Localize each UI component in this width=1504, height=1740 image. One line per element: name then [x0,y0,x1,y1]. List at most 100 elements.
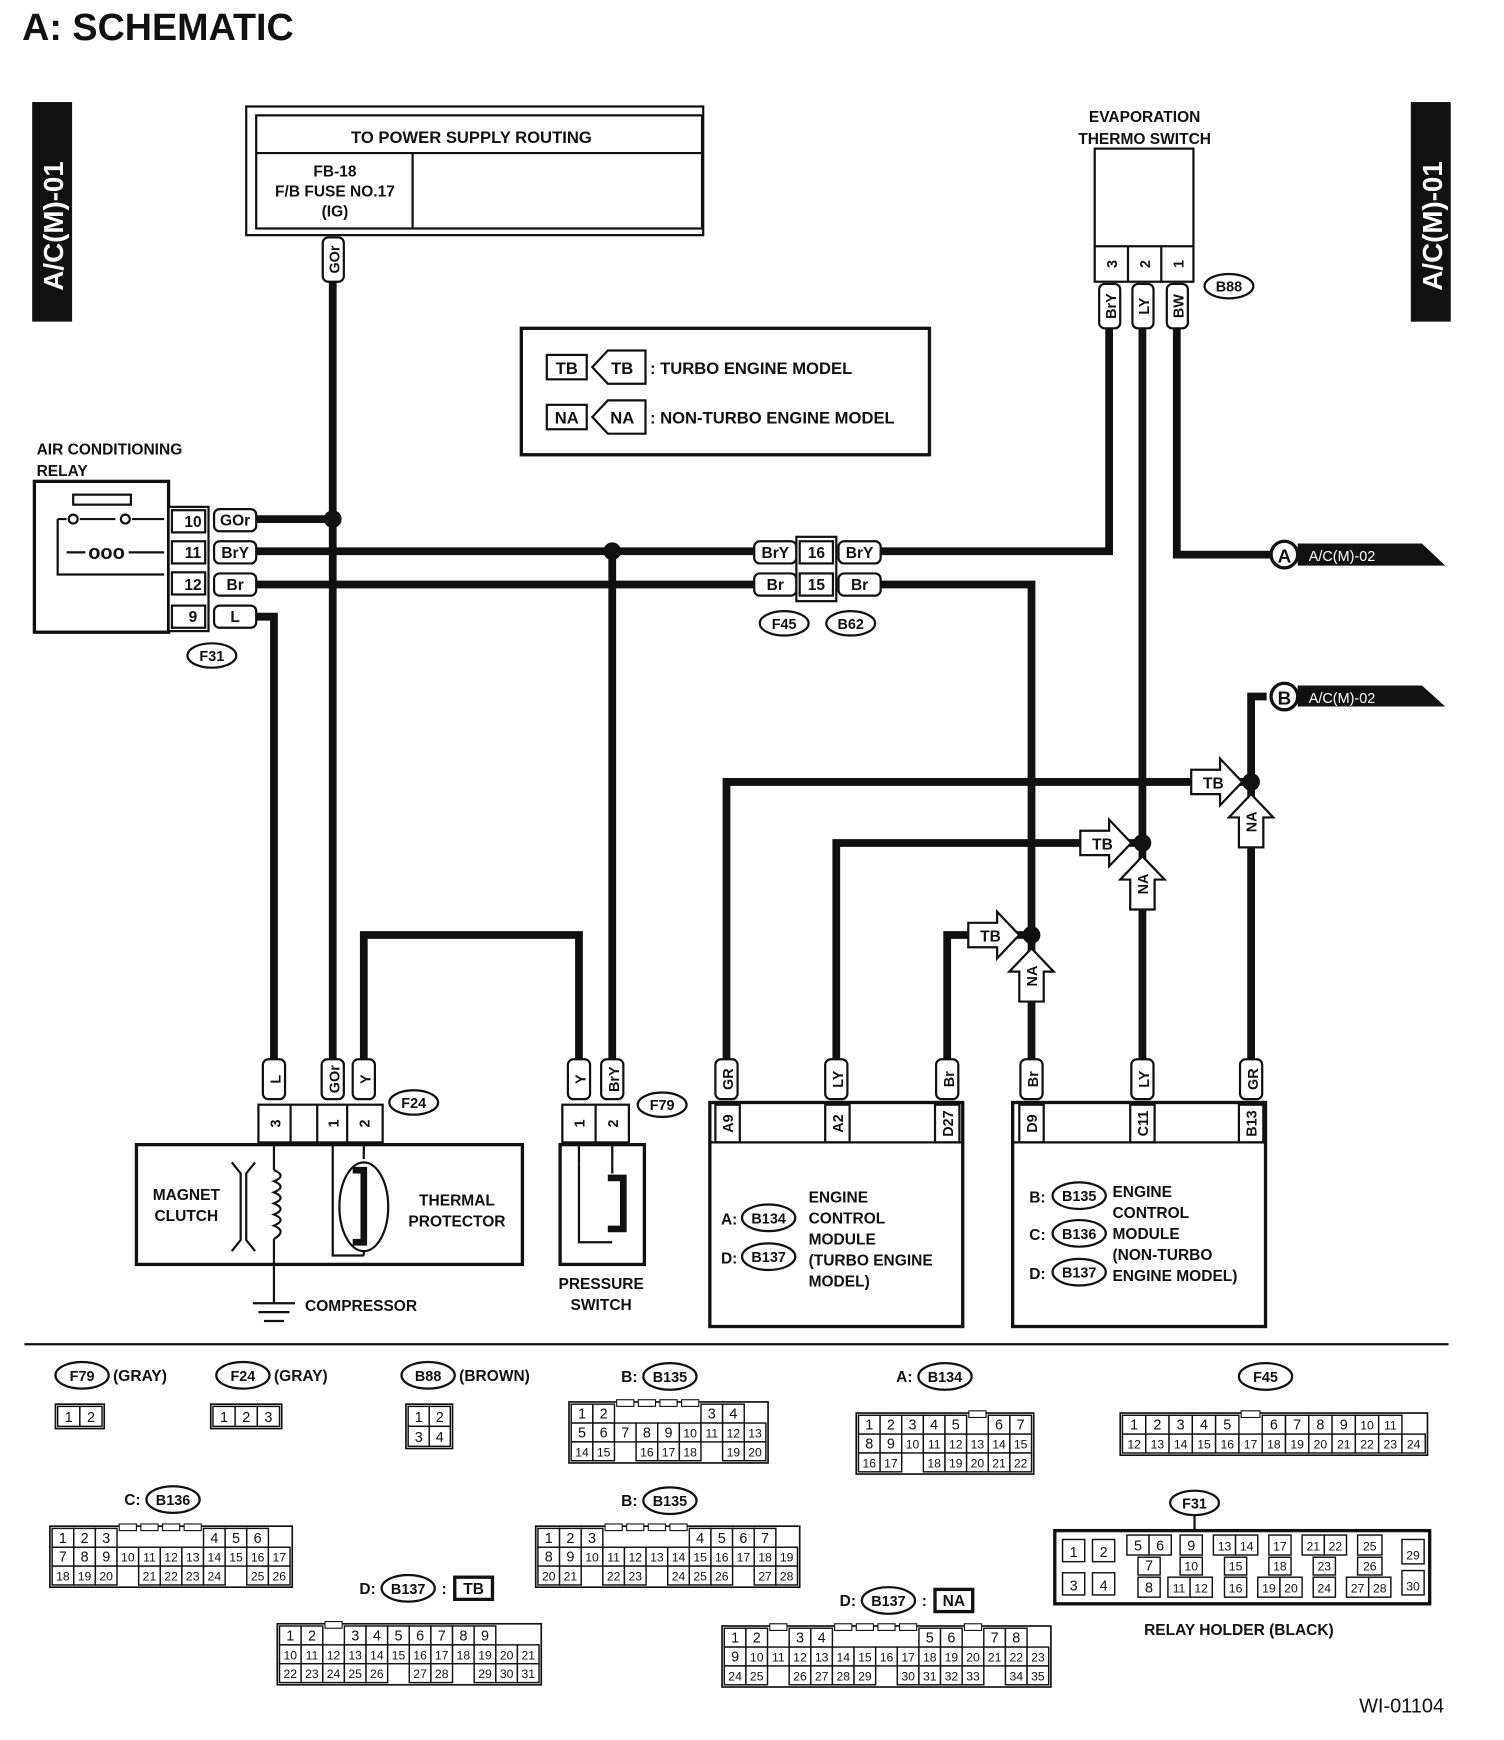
relay-holder-pin-29: 29 [1406,1548,1420,1562]
relay-holder-connector-id: F31 [1182,1496,1207,1512]
compressor-pin-3: 3 [269,1120,285,1128]
wire-l-compressor [255,612,278,1060]
connector-pin-4: 4 [436,1430,444,1446]
connector-pin-3: 3 [102,1531,110,1547]
connector-pin-5: 5 [232,1531,240,1547]
connector-pin-13: 13 [815,1650,829,1664]
ecm-na-prefix-b: B: [1029,1189,1045,1206]
ecm-turbo: GR LY Br A9 A2 D27 A: B134 D: B137 ENGIN… [708,1058,965,1329]
tb-flag-br: TB [980,929,1001,946]
connector-pin-19: 19 [78,1570,92,1584]
connector-pin-28: 28 [435,1667,449,1681]
relay-holder-pin-26: 26 [1363,1560,1377,1574]
ecm-na-line-1: ENGINE [1112,1184,1172,1201]
connector-pin-18: 18 [1267,1438,1281,1452]
connector-view-id: F24 [230,1369,255,1385]
offpage-connector-a: A A/C(M)-02 [1269,539,1446,570]
connector-pin-26: 26 [370,1667,384,1681]
offpage-b-ref: A/C(M)-02 [1309,691,1375,707]
connector-pin-8: 8 [865,1437,873,1453]
connector-pin-27: 27 [413,1667,427,1681]
connector-pin-14: 14 [992,1438,1006,1452]
connector-view-colon: : [441,1581,446,1598]
connector-pin-10: 10 [585,1551,599,1565]
connector-pin-25: 25 [348,1667,362,1681]
connector-pin-17: 17 [884,1456,898,1470]
engine-model-legend: TB TB : TURBO ENGINE MODEL NA NA : NON-T… [519,326,932,457]
ecm-turbo-conn-b134: B134 [751,1211,785,1227]
connector-pin-13: 13 [1151,1438,1165,1452]
joint-left-wire-br: Br [767,577,784,594]
figure-id: WI-01104 [1359,1696,1444,1718]
connector-pin-8: 8 [643,1425,651,1441]
relay-holder-pin-6: 6 [1156,1539,1164,1555]
connector-pin-22: 22 [164,1570,178,1584]
relay-coil-symbol: ooo [88,542,125,564]
connector-pin-4: 4 [818,1631,826,1647]
tb-flag-gr: TB [1203,776,1224,793]
connector-pin-15: 15 [1014,1438,1028,1452]
page-title: A: SCHEMATIC [22,6,294,48]
relay-holder-pin-18: 18 [1273,1560,1287,1574]
connector-view-prefix: B: [621,1493,637,1510]
connector-pin-22: 22 [1014,1456,1028,1470]
connector-view-id: B135 [653,1370,687,1386]
offpage-connector-b: B A/C(M)-02 [1269,681,1446,712]
power-wire-label: GOr [327,245,343,273]
connector-pin-26: 26 [272,1570,286,1584]
relay-holder-pin-4: 4 [1100,1579,1108,1595]
ecm-na-pin-d9: D9 [1025,1114,1041,1132]
offpage-a-letter: A [1278,545,1292,566]
connector-view-id: B137 [391,1582,425,1598]
evap-connector-id: B88 [1216,280,1242,296]
connector-pin-9: 9 [481,1628,489,1644]
connector-pin-12: 12 [949,1438,963,1452]
connector-pin-7: 7 [621,1425,629,1441]
relay-holder-pin-15: 15 [1229,1560,1243,1574]
connector-pin-14: 14 [575,1445,589,1459]
ecm-turbo-wire-ly: LY [831,1070,847,1087]
connector-pin-3: 3 [708,1407,716,1423]
relay-holder-pin-19: 19 [1262,1582,1276,1596]
pressure-switch-label-1: PRESSURE [558,1276,643,1293]
relay-wire-gor: GOr [220,513,250,530]
ecm-na-conn-b135: B135 [1062,1189,1096,1205]
connector-pin-7: 7 [991,1631,999,1647]
connector-pin-13: 13 [348,1648,362,1662]
connector-pin-14: 14 [208,1551,222,1565]
connector-pin-11: 11 [705,1426,718,1440]
connector-pin-12: 12 [628,1551,642,1565]
connector-pin-25: 25 [750,1669,764,1683]
connector-pin-10: 10 [121,1551,135,1565]
connector-pin-15: 15 [1197,1438,1211,1452]
ecm-na-wire-br: Br [1026,1071,1042,1087]
power-supply-header: TO POWER SUPPLY ROUTING [351,128,592,147]
wire-br-turbo [943,931,969,1060]
connector-pin-21: 21 [521,1648,535,1662]
relay-holder-pin-8: 8 [1145,1581,1153,1597]
connector-pin-16: 16 [640,1445,654,1459]
ecm-turbo-pin-d27: D27 [941,1110,957,1136]
relay-wire-labels: GOr BrY Br L [212,507,258,629]
relay-holder-pin-12: 12 [1194,1582,1208,1596]
legend-tb-text: : TURBO ENGINE MODEL [650,359,852,378]
connector-pin-12: 12 [793,1650,807,1664]
ecm-na-wire-gr: GR [1246,1068,1262,1090]
connector-pin-2: 2 [81,1531,89,1547]
joint-connector-b62: B62 [837,617,863,633]
compressor-pin-2: 2 [357,1120,373,1128]
legend-na-text: : NON-TURBO ENGINE MODEL [650,409,895,428]
wire-bw-evap [1172,328,1272,559]
connector-pin-20: 20 [966,1650,980,1664]
pressure-pin-1: 1 [573,1120,589,1128]
connector-pin-13: 13 [186,1551,200,1565]
connector-pin-1: 1 [731,1631,739,1647]
connector-pin-19: 19 [1290,1438,1304,1452]
legend-tb-box-text: TB [556,359,578,378]
connector-pin-4: 4 [696,1531,704,1547]
connector-pin-10: 10 [284,1648,298,1662]
compressor-wire-y: Y [358,1074,374,1084]
ecm-na-prefix-d: D: [1029,1266,1045,1283]
connector-pin-16: 16 [413,1648,427,1662]
